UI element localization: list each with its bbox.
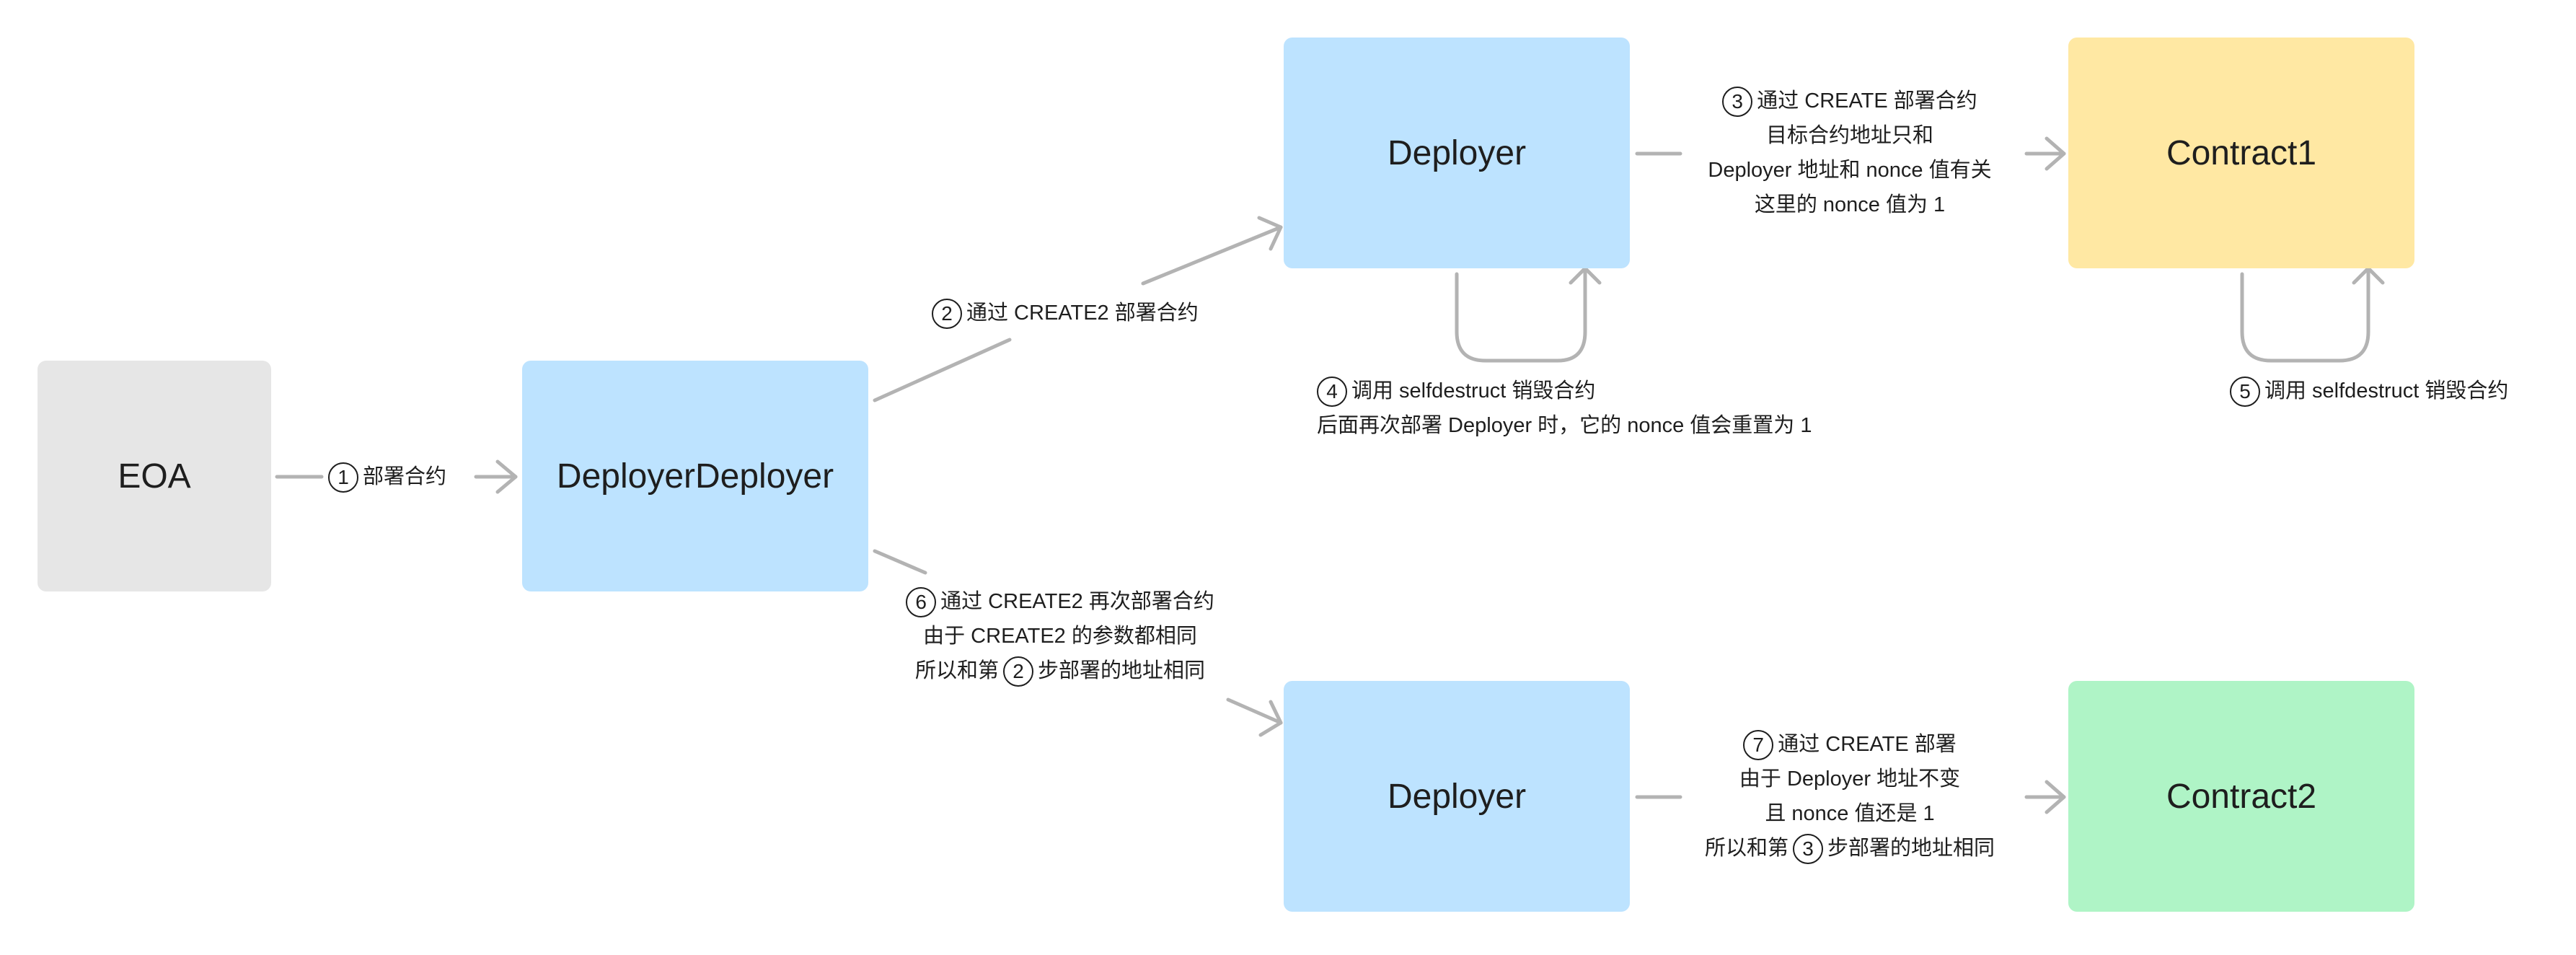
contract2-label: Contract2 bbox=[2166, 777, 2317, 816]
arrow-deployer-top-to-contract1 bbox=[1635, 136, 2066, 171]
deployerdeployer-label: DeployerDeployer bbox=[556, 457, 834, 496]
step6-number: 6 bbox=[906, 587, 937, 618]
deployer-bottom-label: Deployer bbox=[1387, 777, 1527, 816]
deployer-top-label: Deployer bbox=[1387, 133, 1527, 172]
eoa-box: EOA bbox=[38, 361, 271, 591]
arrow-deployerdeployer-to-deployer-bottom bbox=[873, 549, 1283, 737]
step1-number: 1 bbox=[328, 462, 358, 493]
loop-arrow-deployer-selfdestruct bbox=[1455, 266, 1602, 363]
deployer-top-box: Deployer bbox=[1284, 38, 1630, 268]
arrow-deployerdeployer-to-deployer-top bbox=[873, 216, 1283, 402]
contract1-label: Contract1 bbox=[2166, 133, 2317, 172]
arrow-deployer-bottom-to-contract2 bbox=[1635, 780, 2066, 814]
step5-number: 5 bbox=[2230, 377, 2260, 408]
step3-number: 3 bbox=[1722, 87, 1753, 118]
step7-ref-number: 3 bbox=[1793, 834, 1823, 865]
eoa-label: EOA bbox=[118, 457, 191, 496]
deployerdeployer-box: DeployerDeployer bbox=[522, 361, 868, 591]
loop-arrow-contract1-selfdestruct bbox=[2240, 266, 2385, 363]
deployer-bottom-box: Deployer bbox=[1284, 681, 1630, 912]
step4-number: 4 bbox=[1317, 377, 1347, 408]
step2-number: 2 bbox=[932, 299, 962, 330]
contract2-box: Contract2 bbox=[2068, 681, 2414, 912]
contract1-box: Contract1 bbox=[2068, 38, 2414, 268]
arrow-eoa-to-deployerdeployer bbox=[275, 459, 518, 494]
step6-ref-number: 2 bbox=[1003, 656, 1033, 687]
step7-number: 7 bbox=[1743, 730, 1774, 761]
